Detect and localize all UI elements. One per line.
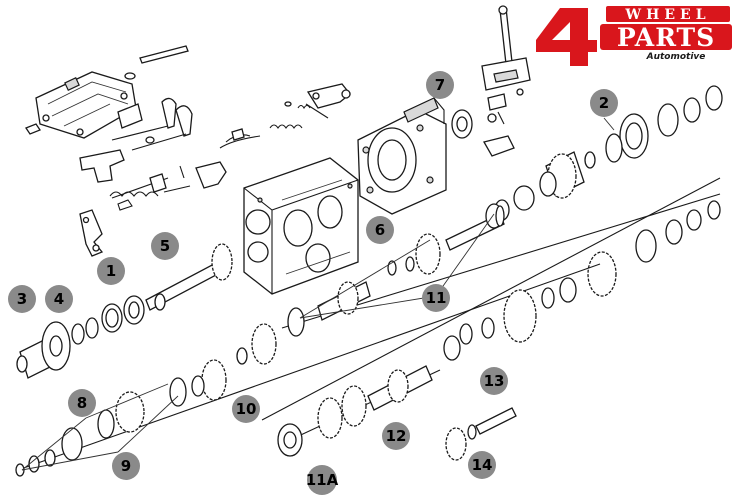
- svg-text:10: 10: [236, 400, 257, 418]
- shift-fork: [79, 149, 125, 183]
- middle-shaft-components: [281, 193, 721, 337]
- callout-14: 14: [468, 451, 496, 479]
- gear-6-group: [405, 203, 505, 275]
- cluster-gear: [494, 151, 585, 221]
- shift-rail: [139, 45, 189, 64]
- svg-text:1: 1: [106, 262, 116, 280]
- svg-text:11A: 11A: [306, 471, 339, 489]
- callout-10: 10: [232, 395, 260, 423]
- shift-cover-assembly: [25, 45, 193, 139]
- svg-text:9: 9: [121, 457, 131, 475]
- input-shaft-5: [145, 243, 233, 311]
- callout-4: 4: [45, 285, 73, 313]
- logo-tagline: Automotive: [646, 52, 706, 62]
- callout-7: 7: [426, 71, 454, 99]
- callout-5: 5: [151, 232, 179, 260]
- logo-word-wheel: WHEEL: [624, 7, 710, 23]
- logo-numeral-4: [536, 8, 597, 66]
- detent-springs: [219, 104, 311, 149]
- detent-spring: [109, 191, 159, 197]
- callout-1: 1: [97, 257, 125, 285]
- svg-text:14: 14: [472, 456, 493, 474]
- svg-text:2: 2: [599, 94, 609, 112]
- reverse-linkage: [231, 83, 351, 141]
- upper-shaft-components: [16, 85, 723, 421]
- shift-fork-linkage: [79, 125, 227, 257]
- shift-lever: [481, 5, 531, 157]
- svg-text:8: 8: [77, 394, 87, 412]
- logo-parts-band: [600, 24, 732, 50]
- callout-11a: 11A: [306, 465, 339, 495]
- lower-shaft-components: [15, 263, 601, 477]
- logo-word-parts: PARTS: [617, 23, 715, 52]
- countershaft-components: [277, 365, 517, 461]
- callout-leaders: [21, 117, 615, 471]
- bearing-7: [451, 109, 473, 139]
- callout-8: 8: [68, 389, 96, 417]
- brand-logo: 4 WHEEL PARTS Automotive: [536, 6, 732, 66]
- svg-text:7: 7: [435, 76, 445, 94]
- svg-text:11: 11: [426, 289, 447, 307]
- logo-wheel-band: [606, 6, 730, 22]
- callout-3: 3: [8, 285, 36, 313]
- shift-cover: [35, 71, 137, 139]
- seal-4: [71, 317, 99, 345]
- svg-text:5: 5: [160, 237, 170, 255]
- svg-text:13: 13: [484, 372, 505, 390]
- callout-2: 2: [590, 89, 618, 117]
- svg-text:6: 6: [375, 221, 385, 239]
- bearing-1: [101, 295, 145, 333]
- transmission-case: [243, 157, 359, 295]
- adapter-housing: [357, 97, 447, 215]
- callout-9: 9: [112, 452, 140, 480]
- svg-text:3: 3: [17, 290, 27, 308]
- gear-2: [584, 85, 723, 169]
- bearing-retainer-3: [16, 321, 71, 379]
- callout-13: 13: [480, 367, 508, 395]
- callout-11: 11: [422, 284, 450, 312]
- callout-6: 6: [366, 216, 394, 244]
- svg-text:12: 12: [386, 427, 407, 445]
- callout-12: 12: [382, 422, 410, 450]
- svg-text:4: 4: [54, 290, 64, 308]
